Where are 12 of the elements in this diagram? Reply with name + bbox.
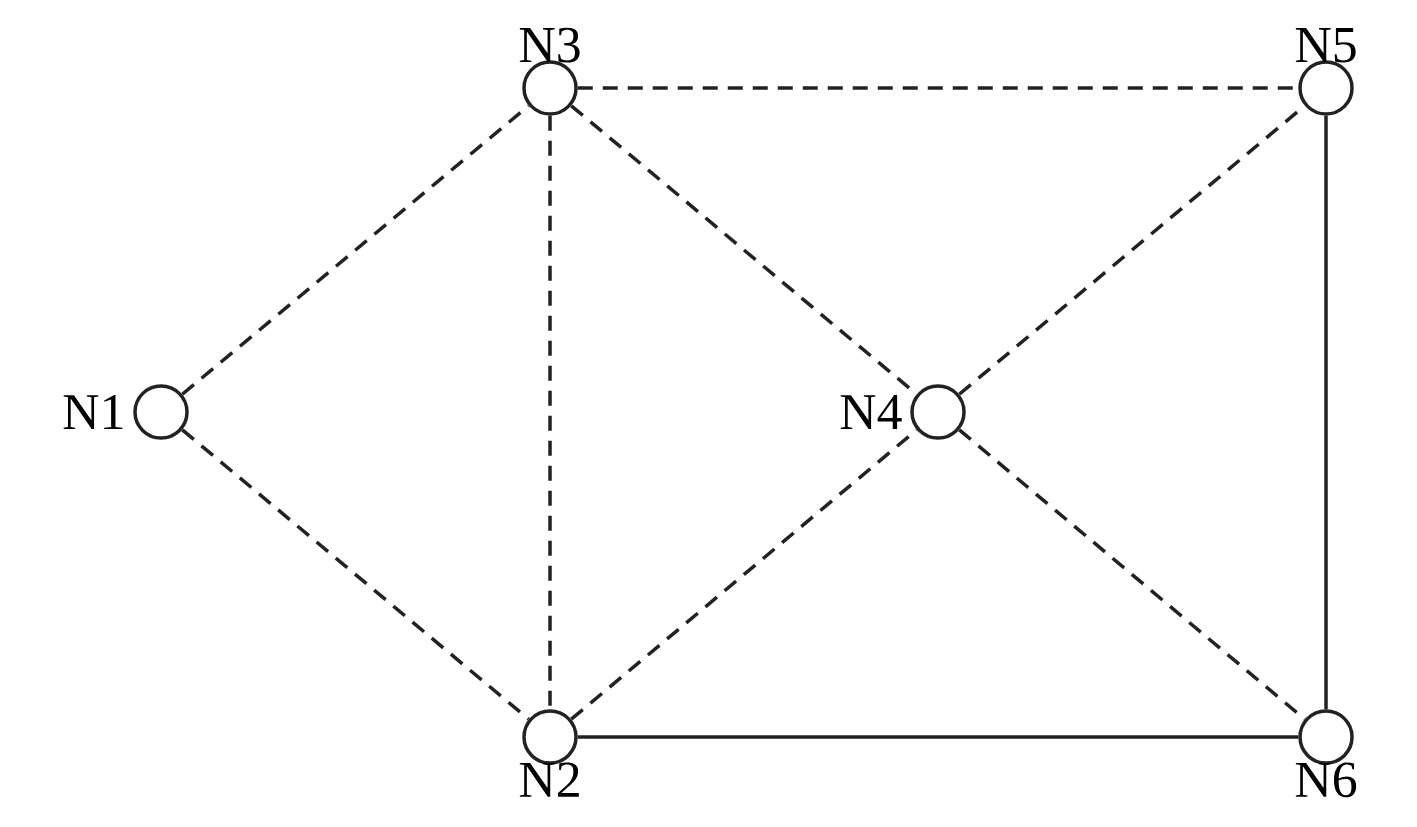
node-label: N5 bbox=[1295, 28, 1356, 63]
edge-line bbox=[570, 428, 918, 721]
edge-line bbox=[181, 104, 530, 396]
edge-line bbox=[1324, 115, 1328, 710]
node-label: N4 bbox=[840, 394, 902, 430]
edge-line bbox=[958, 428, 1306, 721]
node-label: N3 bbox=[519, 27, 580, 63]
edge-line bbox=[181, 428, 530, 721]
node-label: N1 bbox=[63, 394, 123, 430]
node-label: N6 bbox=[1295, 762, 1357, 798]
edge-line bbox=[577, 735, 1299, 739]
node-label: N2 bbox=[519, 762, 579, 797]
